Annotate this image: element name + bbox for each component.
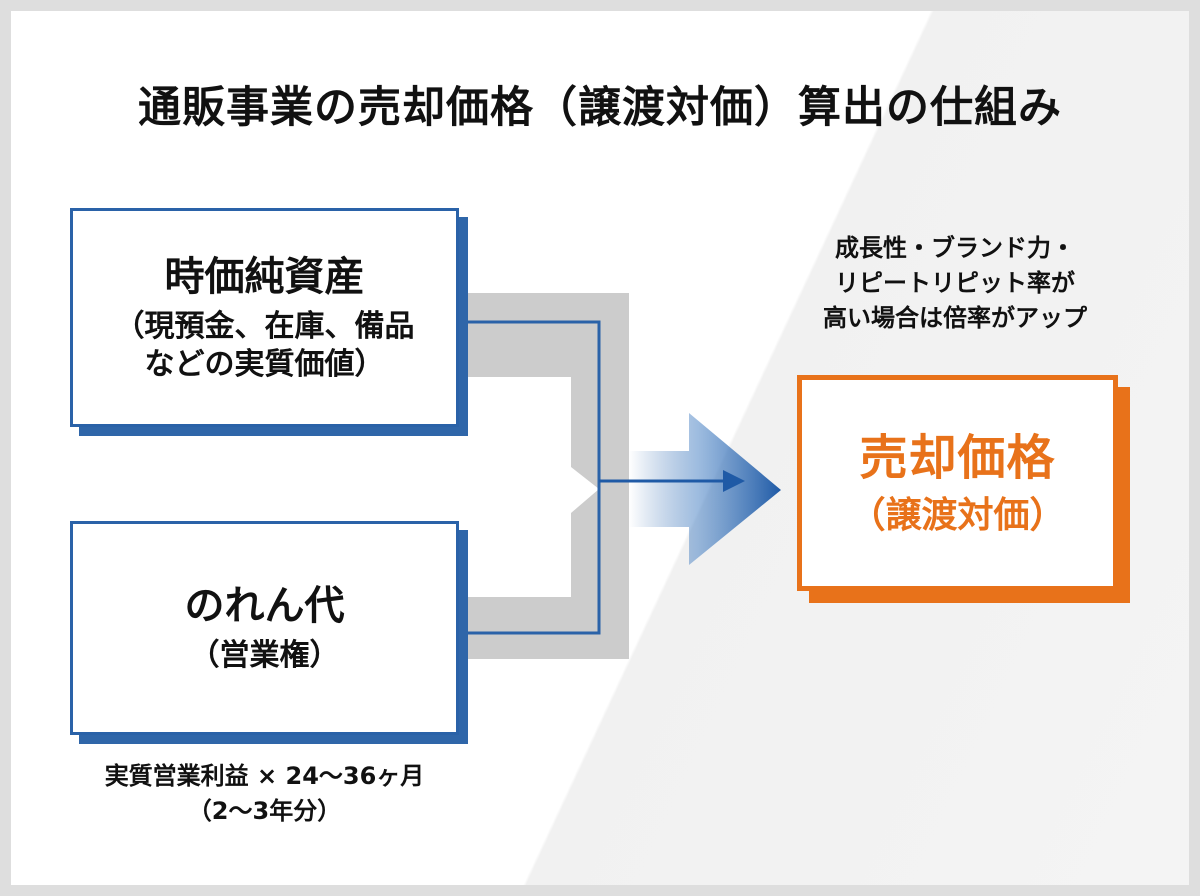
- result-subtitle: （譲渡対価）: [849, 494, 1066, 536]
- asset-box: 時価純資産 （現預金、在庫、備品 などの実質価値）: [70, 208, 459, 427]
- multiplier-note: 成長性・ブランド力・ リピートリピット率が 高い場合は倍率がアップ: [775, 231, 1135, 335]
- asset-title: 時価純資産: [164, 253, 365, 300]
- goodwill-box: のれん代 （営業権）: [70, 521, 459, 735]
- multiplier-note-line-1: 成長性・ブランド力・: [835, 234, 1075, 262]
- page-title: 通販事業の売却価格（譲渡対価）算出の仕組み: [138, 83, 1062, 133]
- asset-detail-line-2: などの実質価値）: [144, 346, 385, 382]
- big-arrow-icon: [629, 413, 781, 565]
- slide-canvas: 通販事業の売却価格（譲渡対価）算出の仕組み 時価純資産 （現預金、在庫、備品 な…: [11, 11, 1189, 885]
- goodwill-note-line-1: 実質営業利益 × 24〜36ヶ月: [104, 762, 425, 790]
- goodwill-title: のれん代: [184, 582, 345, 629]
- result-title: 売却価格: [859, 430, 1056, 487]
- multiplier-note-line-3: 高い場合は倍率がアップ: [823, 303, 1087, 332]
- gray-merge-band: [461, 293, 629, 659]
- asset-detail-line-1: （現預金、在庫、備品: [114, 308, 415, 344]
- multiplier-note-line-2: リピートリピット率が: [835, 268, 1075, 297]
- goodwill-subtitle: （営業権）: [189, 638, 340, 674]
- merge-connector: [461, 293, 781, 659]
- arrowhead-icon: [723, 470, 745, 492]
- blue-merge-line: [461, 320, 601, 635]
- goodwill-note-line-2: （2〜3年分）: [187, 796, 342, 825]
- goodwill-note: 実質営業利益 × 24〜36ヶ月 （2〜3年分）: [70, 759, 459, 829]
- result-box: 売却価格 （譲渡対価）: [797, 375, 1118, 591]
